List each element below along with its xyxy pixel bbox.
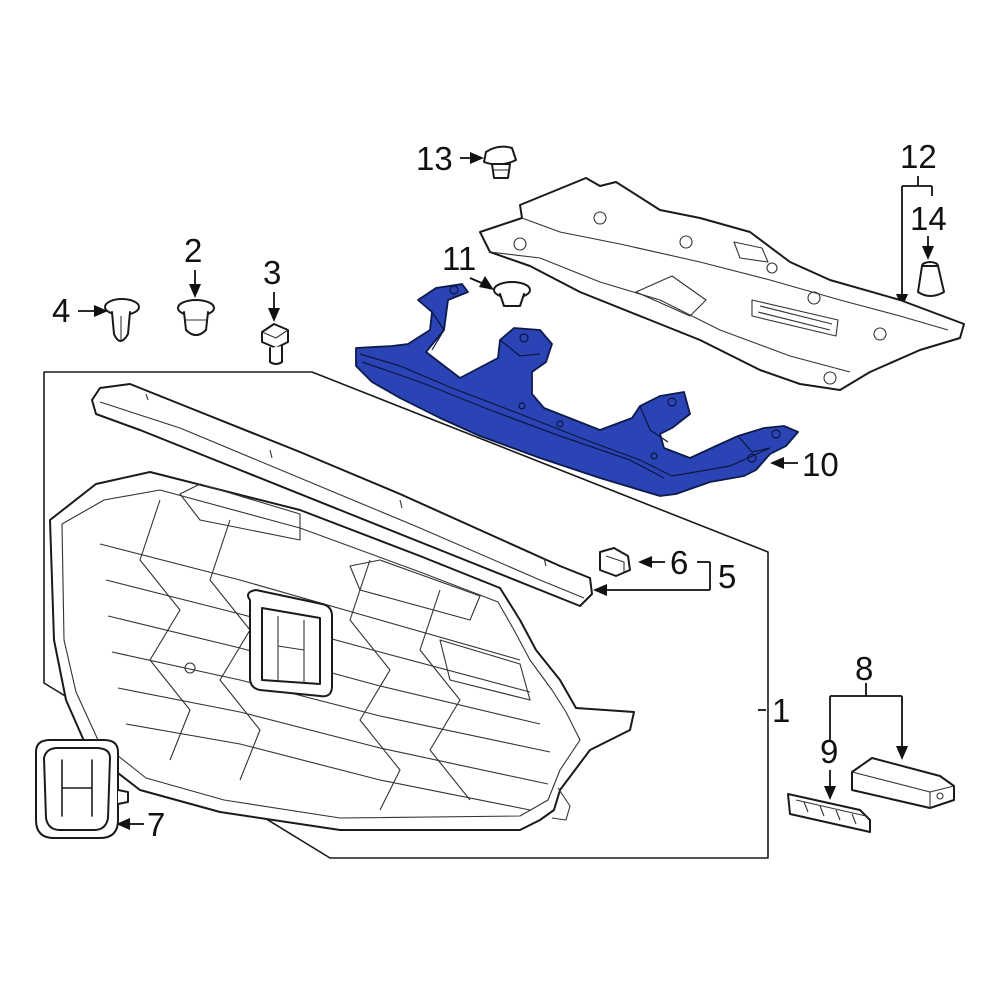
callout-2: 2 [184, 232, 202, 269]
callout-9: 9 [820, 733, 838, 770]
callout-7: 7 [147, 806, 165, 843]
clip-11-icon [493, 281, 531, 307]
main-grille [49, 471, 635, 831]
bolt-3-icon [261, 323, 289, 365]
assembly-frame [43, 371, 769, 859]
callout-11: 11 [442, 240, 476, 277]
clip-13-icon [483, 145, 517, 179]
leader-lines [78, 152, 934, 830]
grille-molding [91, 383, 593, 607]
sensor-clip [787, 793, 871, 833]
callout-12: 12 [900, 138, 937, 175]
radiator-cover [479, 177, 965, 391]
clip-14-icon [917, 261, 945, 297]
clip-6-icon [599, 547, 631, 577]
callout-5: 5 [718, 558, 736, 595]
sensor-bracket [851, 757, 955, 809]
callout-6: 6 [670, 544, 688, 581]
callout-13: 13 [416, 140, 453, 177]
callout-14: 14 [910, 200, 947, 237]
push-pin-4-icon [104, 298, 140, 342]
callout-3: 3 [263, 254, 281, 291]
callout-10: 10 [802, 446, 839, 483]
callout-8: 8 [855, 650, 873, 687]
grille-upper-bracket [355, 283, 799, 497]
callout-1: 1 [772, 692, 790, 729]
clip-2-icon [177, 299, 215, 336]
emblem-icon [35, 739, 129, 839]
callout-4: 4 [52, 292, 70, 329]
